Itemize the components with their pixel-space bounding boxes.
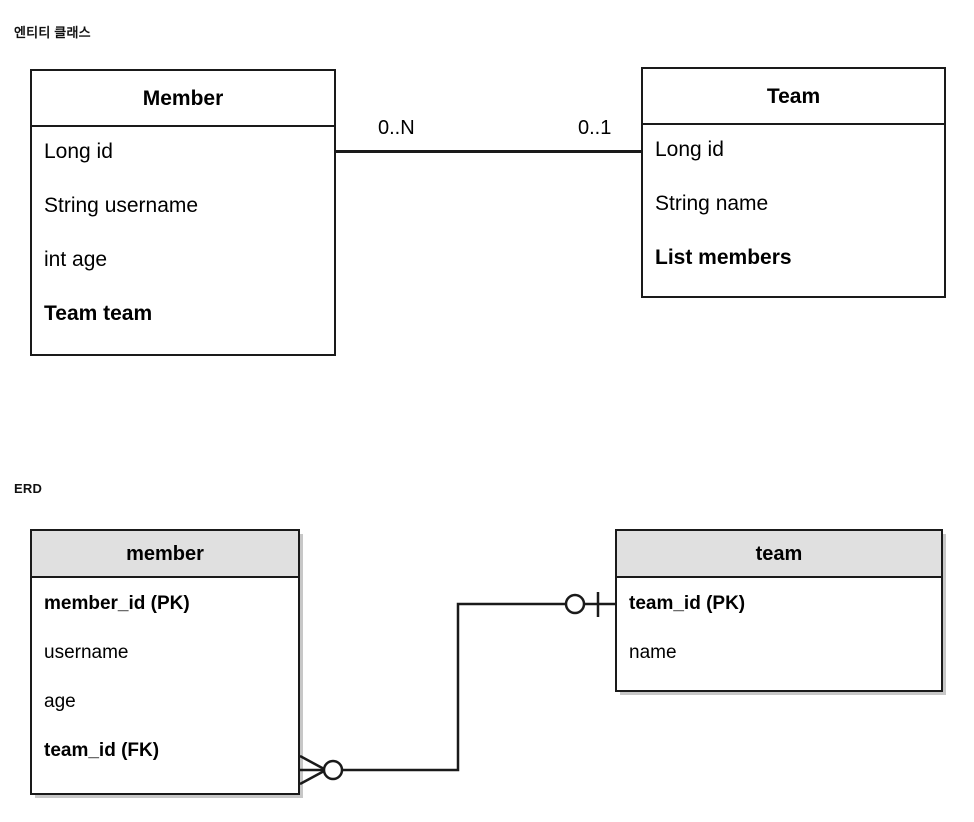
uml-multiplicity-source: 0..N xyxy=(378,117,415,139)
uml-multiplicity-target: 0..1 xyxy=(578,117,612,139)
erd-table-member: member member_id (PK) username age team_… xyxy=(30,529,300,795)
erd-column: username xyxy=(44,642,129,663)
uml-class-member: Member Long id String username int age T… xyxy=(30,69,336,356)
section-caption-entity-class: 엔티티 클래스 xyxy=(14,25,91,40)
uml-association-line xyxy=(336,150,642,153)
erd-table-team-columns: team_id (PK) name xyxy=(617,578,941,674)
uml-class-team-fields: Long id String name List members xyxy=(643,125,944,278)
uml-class-member-fields: Long id String username int age Team tea… xyxy=(32,127,334,334)
erd-relationship-path xyxy=(340,602,566,772)
erd-column: team_id (PK) xyxy=(629,593,746,614)
erd-table-team: team team_id (PK) name xyxy=(615,529,943,692)
uml-field: Team team xyxy=(44,302,153,325)
erd-column: name xyxy=(629,642,677,663)
section-caption-erd: ERD xyxy=(14,481,43,496)
erd-crowsfoot-upper xyxy=(299,754,327,772)
erd-column: team_id (FK) xyxy=(44,740,160,761)
uml-class-team-title: Team xyxy=(643,69,944,125)
erd-table-member-columns: member_id (PK) username age team_id (FK) xyxy=(32,578,298,772)
uml-field: String username xyxy=(44,194,199,217)
uml-field: Long id xyxy=(655,138,724,161)
uml-class-member-title: Member xyxy=(32,71,334,127)
uml-field: List members xyxy=(655,246,792,269)
uml-class-team: Team Long id String name List members xyxy=(641,67,946,298)
erd-table-team-title: team xyxy=(617,531,941,578)
erd-crowsfoot-lower xyxy=(299,768,327,786)
uml-field: int age xyxy=(44,248,108,271)
uml-field: String name xyxy=(655,192,769,215)
erd-cardinality-zero-circle-member xyxy=(322,759,344,781)
erd-table-member-title: member xyxy=(32,531,298,578)
erd-column: age xyxy=(44,691,76,712)
erd-cardinality-zero-circle-team xyxy=(564,593,586,615)
erd-column: member_id (PK) xyxy=(44,593,190,614)
uml-field: Long id xyxy=(44,140,113,163)
